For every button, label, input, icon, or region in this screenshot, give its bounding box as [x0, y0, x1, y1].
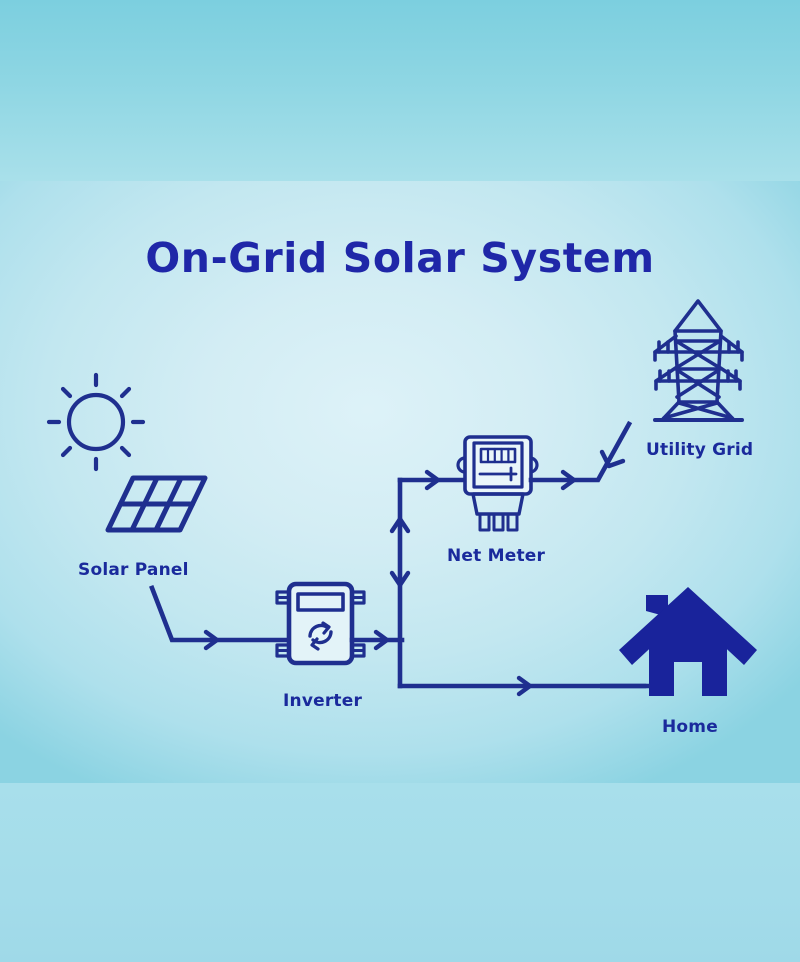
- wire-inverter-to-bus: [349, 629, 405, 651]
- house-icon: [619, 587, 757, 696]
- label-utility-grid: Utility Grid: [646, 440, 754, 460]
- label-net-meter: Net Meter: [447, 546, 546, 566]
- label-inverter: Inverter: [283, 691, 363, 711]
- wire-meter-to-grid: [528, 420, 633, 491]
- net-meter-icon: [456, 435, 539, 532]
- label-solar-panel: Solar Panel: [78, 560, 189, 580]
- inverter-icon: [275, 581, 366, 666]
- sun-icon: [46, 372, 146, 472]
- background-top-band: [0, 0, 800, 181]
- transmission-tower-icon: [653, 299, 744, 422]
- page-title: On-Grid Solar System: [145, 234, 655, 282]
- background-bottom-band: [0, 783, 800, 962]
- wire-solar-to-inverter: [149, 585, 291, 651]
- label-home: Home: [662, 717, 718, 737]
- wire-distribution-bus: [389, 469, 647, 697]
- solar-panel-icon: [105, 475, 208, 533]
